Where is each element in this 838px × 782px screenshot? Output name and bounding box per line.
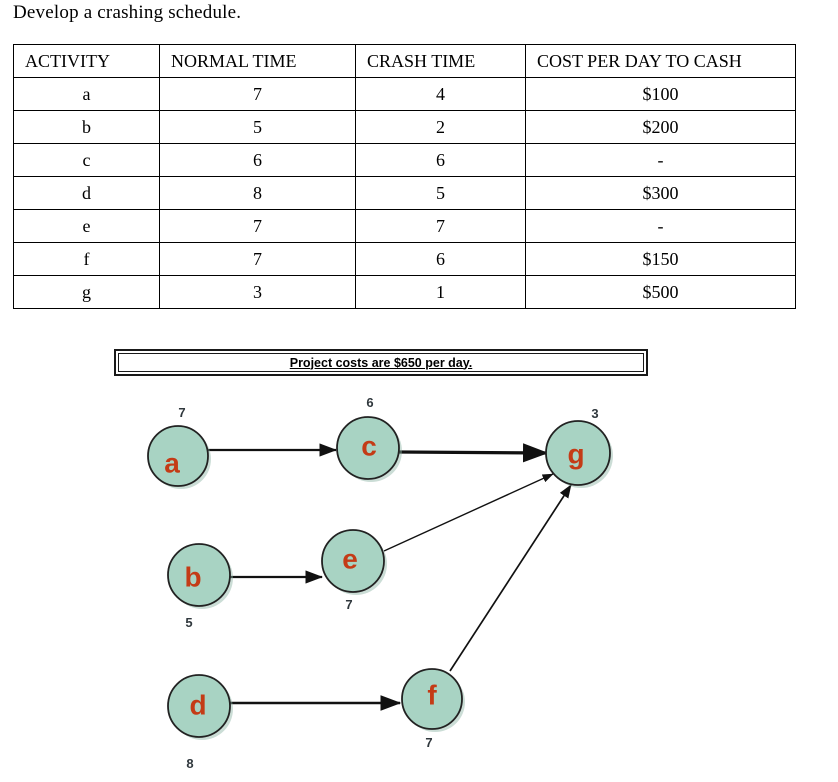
node-a <box>147 425 209 487</box>
node-a-time: 7 <box>178 405 185 420</box>
table-cell: $500 <box>525 275 796 309</box>
column-header: CRASH TIME <box>355 44 526 78</box>
project-cost-banner-inner: Project costs are $650 per day. <box>118 353 644 372</box>
edge-f-g <box>449 484 572 672</box>
table-cell: 3 <box>159 275 356 309</box>
node-e-label: e <box>342 544 358 575</box>
table-cell: 7 <box>159 242 356 276</box>
node-c-time: 6 <box>366 395 373 410</box>
table-cell: - <box>525 143 796 177</box>
node-g <box>545 420 611 486</box>
node-d <box>167 674 231 738</box>
table-cell: 4 <box>355 77 526 111</box>
table-cell: $100 <box>525 77 796 111</box>
node-g-time: 3 <box>591 406 598 421</box>
project-cost-banner: Project costs are $650 per day. <box>114 349 648 376</box>
node-d-time: 8 <box>186 756 193 771</box>
node-b <box>167 543 231 607</box>
table-cell: 6 <box>355 143 526 177</box>
table-cell: 7 <box>159 77 356 111</box>
node-g-label: g <box>567 439 584 470</box>
table-cell: c <box>13 143 160 177</box>
table-cell: 1 <box>355 275 526 309</box>
node-e <box>321 529 385 593</box>
node-b-label: b <box>184 562 201 593</box>
table-cell: 5 <box>355 176 526 210</box>
edge-e-g <box>383 473 554 552</box>
table-cell: 5 <box>159 110 356 144</box>
table-cell: e <box>13 209 160 243</box>
node-e-time: 7 <box>345 597 352 612</box>
node-d-label: d <box>189 690 206 721</box>
table-cell: 8 <box>159 176 356 210</box>
node-f-time: 7 <box>425 735 432 750</box>
node-c-label: c <box>361 431 377 462</box>
column-header: NORMAL TIME <box>159 44 356 78</box>
edge-c-g <box>398 443 549 463</box>
node-f-label: f <box>427 680 437 711</box>
node-c <box>336 416 400 480</box>
node-f <box>401 668 463 730</box>
table-cell: d <box>13 176 160 210</box>
table-cell: 2 <box>355 110 526 144</box>
node-b-time: 5 <box>185 615 192 630</box>
project-cost-text: Project costs are $650 per day. <box>289 355 473 370</box>
node-a-label: a <box>164 448 180 479</box>
column-header: ACTIVITY <box>13 44 160 78</box>
table-cell: 7 <box>159 209 356 243</box>
column-header: COST PER DAY TO CASH <box>525 44 796 78</box>
page-title: Develop a crashing schedule. <box>13 2 242 23</box>
